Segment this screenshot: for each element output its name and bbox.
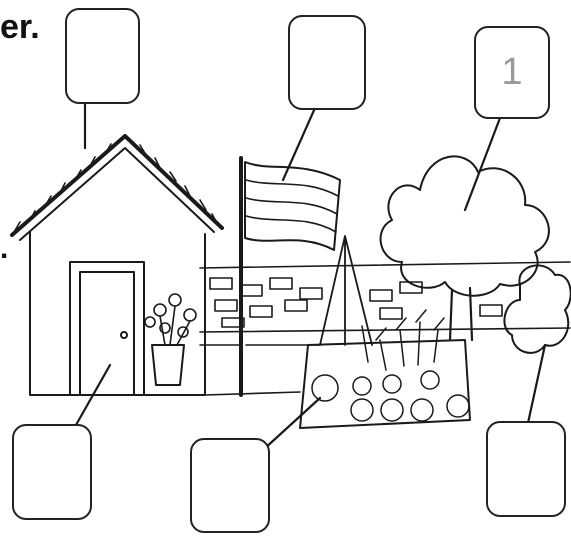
leader-line-garden — [263, 398, 320, 450]
leader-line-tree — [465, 118, 500, 210]
leader-line-bush — [528, 345, 545, 423]
tree — [381, 156, 549, 340]
bush — [504, 265, 570, 353]
label-box-flag[interactable] — [288, 15, 366, 110]
flag — [241, 158, 340, 395]
flowers — [145, 294, 196, 345]
label-box-roof[interactable] — [65, 8, 140, 104]
ground — [200, 345, 320, 395]
wall — [200, 262, 570, 332]
label-box-garden[interactable] — [190, 438, 270, 533]
label-box-tree[interactable]: 1 — [474, 26, 550, 119]
house — [12, 136, 222, 395]
label-box-door[interactable] — [12, 424, 92, 520]
label-box-bush[interactable] — [486, 421, 566, 517]
